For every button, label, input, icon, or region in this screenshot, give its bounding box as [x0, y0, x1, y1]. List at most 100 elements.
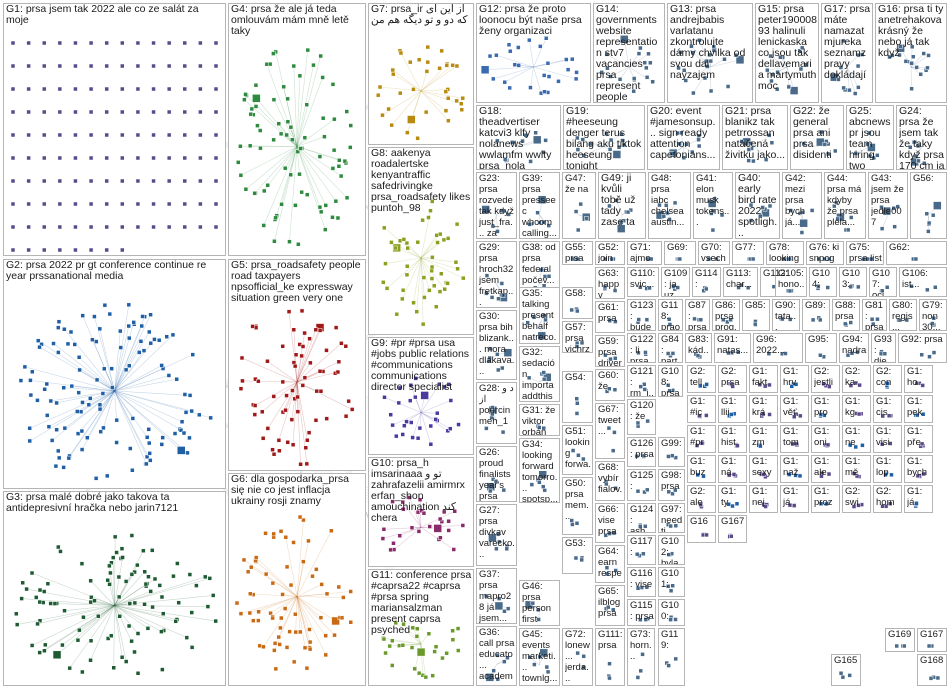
node — [287, 239, 292, 244]
node — [484, 291, 489, 296]
node — [344, 109, 349, 114]
node — [176, 600, 181, 605]
group-frame — [562, 628, 593, 686]
node — [621, 142, 627, 148]
node — [499, 208, 504, 213]
group-frame — [842, 395, 871, 423]
node — [429, 264, 435, 270]
group-label-g103: G103: — [842, 268, 860, 290]
node — [827, 256, 832, 262]
node — [62, 425, 68, 431]
node — [79, 561, 85, 566]
group-label-g77: G77: — [735, 242, 756, 253]
node — [92, 314, 97, 319]
node — [847, 442, 853, 448]
group-frame — [562, 241, 593, 265]
node — [346, 398, 351, 404]
node — [76, 355, 82, 360]
node — [41, 201, 47, 207]
node — [488, 346, 493, 352]
node — [173, 619, 178, 624]
node — [210, 593, 216, 598]
group-g50 — [562, 477, 593, 535]
node — [261, 223, 266, 228]
group-label-g28: G28: د و از pourcin meh_1 — [479, 383, 514, 427]
node — [324, 591, 330, 597]
group-label-g11: G11: conference prsa #caprsa22 #caprsa #… — [371, 570, 472, 636]
group-label-g4: G4: prsa že ale já teda omlouvám mám mně… — [231, 4, 352, 37]
node — [852, 91, 858, 96]
edge — [114, 605, 123, 658]
group-label-g75: G75: prsa list speak... — [849, 242, 882, 264]
node — [608, 137, 614, 143]
group-frame — [919, 299, 947, 331]
node — [451, 547, 457, 552]
group-label-g1: G1: prsa jsem tak 2022 ale co ze salát z… — [6, 4, 202, 26]
node — [62, 326, 67, 332]
group-g32 — [519, 346, 560, 402]
node — [484, 426, 489, 431]
edge — [282, 381, 298, 413]
group-g13 — [667, 3, 753, 103]
node — [501, 487, 507, 493]
node — [276, 121, 282, 126]
group-label-mini3: G1: hrv — [783, 366, 801, 388]
node — [543, 138, 548, 143]
node — [786, 472, 792, 477]
node — [88, 132, 94, 138]
edge — [420, 90, 449, 121]
group-g42 — [782, 172, 822, 239]
node — [861, 256, 866, 262]
edge — [21, 598, 115, 606]
node — [604, 131, 609, 137]
node — [62, 608, 67, 613]
node — [53, 463, 59, 469]
node — [413, 376, 418, 381]
node — [329, 528, 334, 533]
group-g47 — [562, 172, 596, 239]
group-frame — [595, 267, 625, 299]
node — [734, 501, 740, 507]
node — [343, 413, 349, 419]
node — [574, 70, 579, 75]
edge — [296, 596, 310, 648]
node — [556, 79, 561, 84]
node — [109, 366, 114, 371]
group-frame — [780, 425, 809, 453]
group-frame — [749, 425, 778, 453]
node — [265, 182, 270, 188]
node — [98, 429, 103, 434]
edge — [114, 331, 150, 392]
node — [131, 320, 136, 325]
group-label-mini6: G2: con — [876, 366, 894, 388]
edge — [393, 73, 422, 92]
node — [879, 288, 885, 294]
node — [293, 352, 299, 357]
edge — [245, 146, 298, 190]
group-g25 — [846, 105, 894, 170]
node — [494, 52, 499, 58]
node — [508, 48, 513, 54]
edge — [48, 390, 115, 427]
node — [502, 79, 507, 85]
node — [182, 86, 188, 92]
node — [575, 135, 580, 141]
group-label-g35: G35: talking present behalf natreco... — [522, 288, 557, 343]
node — [897, 317, 903, 323]
node — [695, 472, 700, 478]
edge — [114, 316, 145, 392]
node — [57, 109, 63, 115]
node — [736, 350, 741, 355]
group-frame — [661, 267, 690, 297]
node — [88, 657, 93, 663]
node — [249, 106, 255, 112]
node — [390, 67, 396, 73]
node — [307, 627, 312, 632]
node — [668, 617, 673, 622]
group-frame — [723, 267, 758, 297]
node — [856, 503, 861, 508]
node — [136, 350, 142, 355]
node — [213, 618, 218, 624]
group-label-mini27: G1: naž — [783, 456, 801, 478]
node — [884, 285, 890, 290]
